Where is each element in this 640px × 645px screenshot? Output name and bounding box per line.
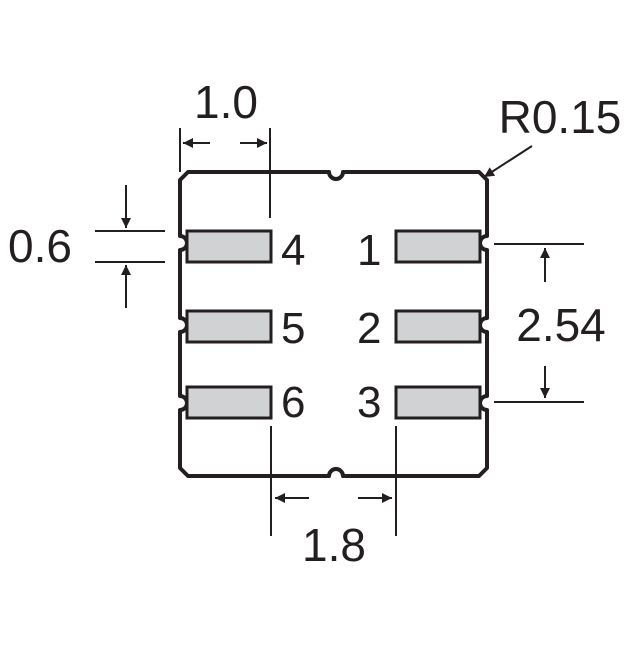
pad-6 bbox=[185, 385, 273, 420]
pin-label-2: 2 bbox=[357, 304, 381, 353]
pin-label-1: 1 bbox=[357, 226, 381, 275]
pad-4 bbox=[185, 229, 273, 264]
dimension-pad-height bbox=[95, 185, 165, 308]
corner-radius-leader bbox=[483, 145, 533, 178]
pin-label-3: 3 bbox=[357, 378, 381, 427]
dimension-pad-gap bbox=[270, 426, 397, 536]
pin-label-5: 5 bbox=[281, 304, 305, 353]
pin-label-6: 6 bbox=[281, 378, 305, 427]
pad-2 bbox=[394, 309, 482, 344]
pad-5 bbox=[185, 309, 273, 344]
dimension-pad-width bbox=[179, 128, 271, 218]
corner-radius-label: R0.15 bbox=[499, 91, 622, 143]
pad-1 bbox=[394, 229, 482, 264]
dimension-pin-pitch bbox=[494, 243, 584, 403]
dimension-pin-pitch-label: 2.54 bbox=[516, 299, 606, 351]
package-outline bbox=[178, 170, 489, 478]
pad-3 bbox=[394, 385, 482, 420]
dimension-pad-width-label: 1.0 bbox=[194, 76, 258, 128]
pin-label-4: 4 bbox=[281, 226, 305, 275]
dimension-pad-height-label: 0.6 bbox=[8, 220, 72, 272]
dimension-pad-gap-label: 1.8 bbox=[302, 519, 366, 571]
